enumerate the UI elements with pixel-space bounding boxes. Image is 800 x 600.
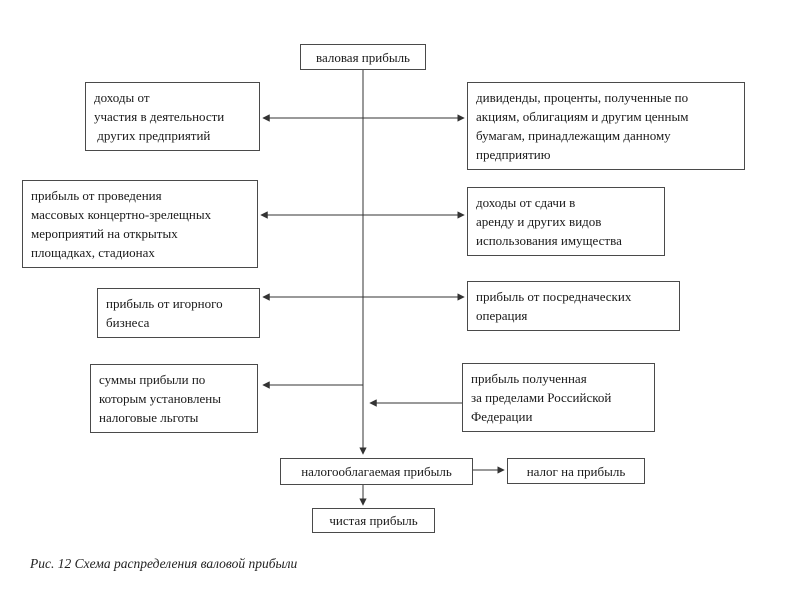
node-profit-tax: налог на прибыль: [507, 458, 645, 484]
node-rent-income: доходы от сдачи в аренду и других видов …: [467, 187, 665, 256]
node-net-profit: чистая прибыль: [312, 508, 435, 533]
node-gross-profit: валовая прибыль: [300, 44, 426, 70]
node-tax-benefit-sums: суммы прибыли по которым установлены нал…: [90, 364, 258, 433]
node-foreign-profit: прибыль полученная за пределами Российск…: [462, 363, 655, 432]
node-dividends: дивиденды, проценты, полученные по акция…: [467, 82, 745, 170]
figure-caption: Рис. 12 Схема распределения валовой приб…: [30, 556, 298, 571]
node-gambling-profit: прибыль от игорного бизнеса: [97, 288, 260, 338]
node-concert-profit: прибыль от проведения массовых концертно…: [22, 180, 258, 268]
node-taxable-profit: налогооблагаемая прибыль: [280, 458, 473, 485]
node-intermediary-profit: прибыль от посредначеских операция: [467, 281, 680, 331]
node-income-participation: доходы от участия в деятельности других …: [85, 82, 260, 151]
